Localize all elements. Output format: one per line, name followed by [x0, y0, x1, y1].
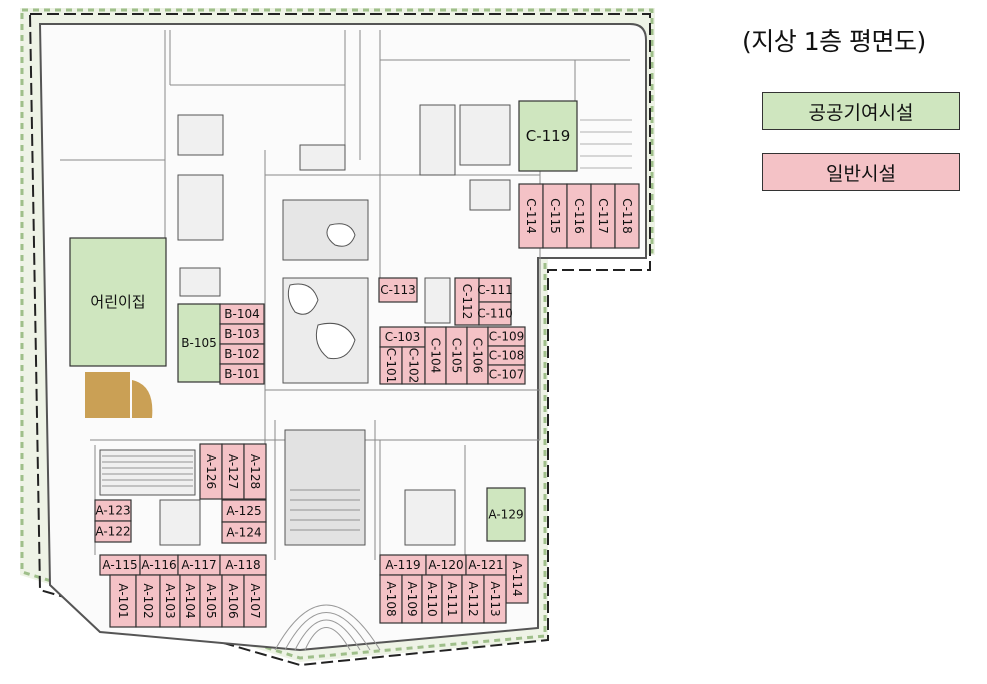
room-c-115 — [542, 183, 568, 249]
room-a-108-label: A-108 — [384, 581, 398, 616]
room-a-112-label: A-112 — [466, 581, 480, 616]
room-c-110-label: C-110 — [477, 307, 513, 321]
room-a-102-label: A-102 — [141, 583, 155, 618]
room-a-119-label: A-119 — [385, 558, 420, 572]
room-c-119 — [518, 100, 578, 172]
room-b-103-label: B-103 — [224, 327, 259, 341]
room-a-115-label: A-115 — [102, 558, 137, 572]
room-a-102 — [135, 574, 161, 628]
room-a-110-label: A-110 — [425, 581, 439, 616]
room-a-103-label: A-103 — [163, 583, 177, 618]
room-c-119-label: C-119 — [526, 127, 571, 145]
room-c-112-label: C-112 — [460, 284, 474, 320]
room-a-122 — [94, 520, 132, 543]
parking-stripes — [580, 119, 632, 169]
room-c-102-label: C-102 — [407, 348, 421, 384]
room-c-111-label: C-111 — [477, 283, 513, 297]
room-c-109-label: C-109 — [489, 330, 525, 344]
plan-title: (지상 1층 평면도) — [742, 27, 926, 56]
room-c-118-label: C-118 — [620, 198, 634, 234]
legend-public-label: 공공기여시설 — [808, 101, 914, 124]
room-a-106-label: A-106 — [226, 583, 240, 618]
entrance-plaza — [274, 604, 381, 651]
legend-public: 공공기여시설 — [762, 92, 960, 130]
room-a-129-label: A-129 — [488, 508, 523, 522]
room-a-118-label: A-118 — [225, 558, 260, 572]
room-a-120-label: A-120 — [428, 558, 463, 572]
room-a-129 — [486, 487, 526, 542]
room-c-107 — [487, 364, 526, 385]
room-a-105-label: A-105 — [204, 583, 218, 618]
atrium-voids — [282, 199, 369, 546]
legend-general: 일반시설 — [762, 153, 960, 191]
room-b-101-label: B-101 — [224, 367, 259, 381]
structural-walls — [60, 30, 630, 560]
room-a-126-label: A-126 — [204, 454, 218, 489]
room-c-107-label: C-107 — [489, 368, 525, 382]
room-a-101-label: A-101 — [116, 583, 130, 618]
room-a-113 — [483, 574, 507, 624]
room-a-101 — [109, 574, 137, 628]
room-c-108-label: C-108 — [489, 349, 525, 363]
room-a-122-label: A-122 — [95, 525, 130, 539]
room-c-116-label: C-116 — [572, 198, 586, 234]
room-c-105-label: C-105 — [450, 338, 464, 374]
room-a-107-label: A-107 — [248, 583, 262, 618]
room-a-104-label: A-104 — [183, 583, 197, 618]
room-a-128-label: A-128 — [248, 454, 262, 489]
room-a-107 — [243, 574, 267, 628]
building-cores — [99, 104, 511, 546]
room-c-115-label: C-115 — [548, 198, 562, 234]
room-c-101-label: C-101 — [384, 348, 398, 384]
room-c-104-label: C-104 — [429, 338, 443, 374]
room-c-114-label: C-114 — [524, 198, 538, 234]
room-kindergarten-label: 어린이집 — [90, 293, 145, 311]
room-a-117-label: A-117 — [181, 558, 216, 572]
kindergarten-ramp — [132, 380, 153, 418]
room-kindergarten — [69, 237, 167, 367]
room-c-110 — [478, 301, 512, 326]
room-a-127-label: A-127 — [226, 454, 240, 489]
room-a-116-label: A-116 — [141, 558, 176, 572]
legend-general-label: 일반시설 — [826, 162, 896, 185]
room-a-124 — [221, 521, 267, 544]
room-b-102-label: B-102 — [224, 347, 259, 361]
room-c-113 — [378, 277, 418, 303]
kindergarten-stair-area — [85, 372, 130, 418]
stair-treads — [102, 455, 360, 531]
room-b-104-label: B-104 — [224, 307, 259, 321]
room-a-111-label: A-111 — [445, 581, 459, 616]
room-b-105 — [177, 303, 221, 383]
room-c-118 — [614, 183, 640, 249]
room-c-106-label: C-106 — [471, 338, 485, 374]
room-a-113-label: A-113 — [488, 581, 502, 616]
room-a-124-label: A-124 — [226, 526, 261, 540]
room-a-121-label: A-121 — [468, 558, 503, 572]
room-c-117-label: C-117 — [596, 198, 610, 234]
room-a-123-label: A-123 — [95, 504, 130, 518]
room-b-105-label: B-105 — [181, 336, 216, 350]
room-a-109-label: A-109 — [405, 581, 419, 616]
room-c-113-label: C-113 — [380, 283, 416, 297]
room-a-128 — [243, 443, 267, 500]
room-a-125-label: A-125 — [226, 504, 261, 518]
room-a-114-label: A-114 — [510, 561, 524, 596]
room-b-101 — [219, 363, 265, 385]
room-c-103-label: C-103 — [385, 330, 421, 344]
